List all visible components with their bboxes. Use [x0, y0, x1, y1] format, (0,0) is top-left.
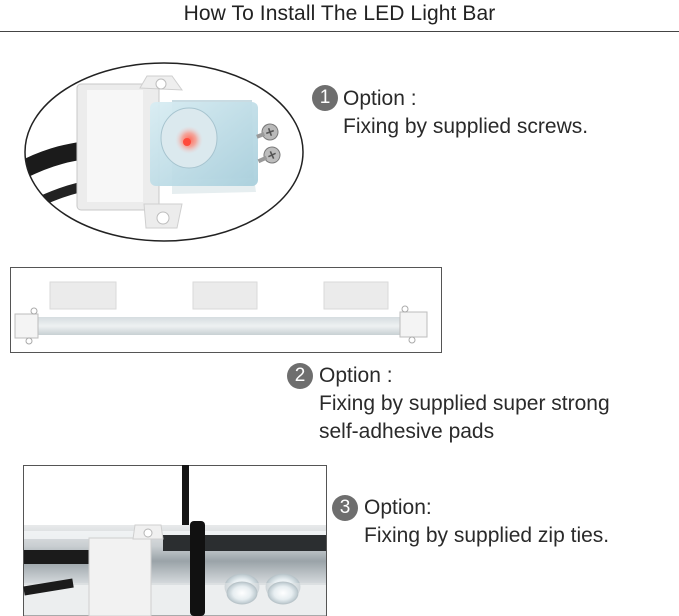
option-3-image [23, 465, 327, 616]
option-1-image [22, 60, 312, 245]
title-divider [0, 31, 679, 32]
option-1-description: Fixing by supplied screws. [343, 115, 589, 138]
option-3-description: Fixing by supplied zip ties. [364, 524, 610, 547]
option-2-description-line1: Fixing by supplied super strong [319, 392, 610, 415]
option-1-heading: Option : [343, 87, 417, 110]
option-2-heading: Option : [319, 364, 393, 387]
option-2-number-badge: 2 [287, 363, 313, 389]
page-title: How To Install The LED Light Bar [183, 2, 496, 25]
option-2-description-line2: self-adhesive pads [319, 420, 495, 443]
option-3-heading: Option: [364, 496, 432, 519]
option-1-number-badge: 1 [312, 85, 338, 111]
option-3-number-badge: 3 [332, 495, 358, 521]
option-2-image [10, 267, 442, 353]
